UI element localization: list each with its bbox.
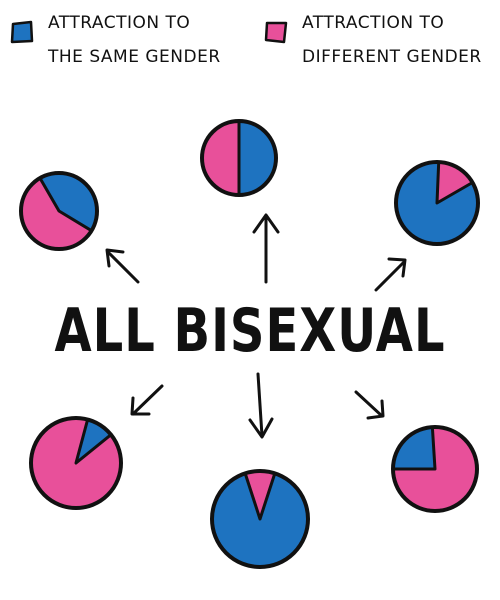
arrows: [105, 213, 407, 439]
pie-upper-left: [19, 171, 99, 251]
pie-lower-right-outline: [391, 425, 479, 513]
arrow-down-icon: [248, 372, 274, 439]
pie-top: [200, 119, 278, 197]
legend-label-same-line1: ATTRACTION TO: [48, 13, 191, 33]
legend-swatch-same-gender: [10, 20, 34, 44]
legend-item-same-gender: ATTRACTION TO THE SAME GENDER: [10, 6, 248, 74]
legend-swatch-different-gender: [264, 21, 288, 44]
arrow-up-icon: [252, 213, 280, 284]
pie-upper-right: [394, 160, 480, 246]
legend-label-same-gender: ATTRACTION TO THE SAME GENDER: [48, 6, 248, 74]
legend-item-different-gender: ATTRACTION TO DIFFERENT GENDER: [264, 6, 500, 74]
pie-bottom-outline: [210, 469, 310, 569]
pie-top-same-slice: [237, 119, 278, 197]
arrow-up-left-icon: [105, 248, 140, 284]
pie-lower-left: [29, 416, 123, 510]
pie-lower-left-outline: [29, 416, 123, 510]
arrow-down-left-icon: [130, 384, 164, 416]
legend-label-diff-line1: ATTRACTION TO: [302, 13, 445, 33]
title-all-bisexual: ALL BISEXUAL: [54, 296, 446, 366]
arrow-up-right-icon: [374, 257, 407, 292]
legend-label-diff-line2: DIFFERENT GENDER: [302, 47, 482, 67]
pie-upper-right-outline: [394, 160, 480, 246]
legend-label-same-line2: THE SAME GENDER: [48, 47, 221, 67]
pie-charts: [19, 119, 480, 569]
pie-upper-left-outline: [19, 171, 99, 251]
pie-top-outline: [200, 119, 278, 197]
arrow-down-right-icon: [354, 390, 385, 420]
pie-bottom: [210, 469, 310, 569]
pie-lower-right: [391, 425, 479, 513]
legend-label-different-gender: ATTRACTION TO DIFFERENT GENDER: [302, 6, 500, 74]
